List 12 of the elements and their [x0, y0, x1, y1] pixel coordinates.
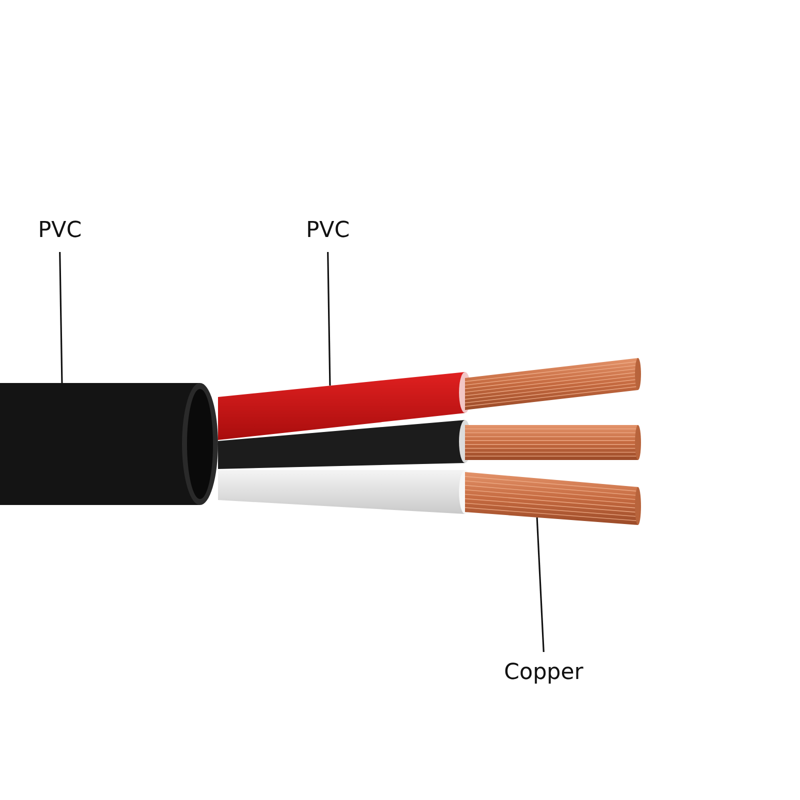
cable-jacket	[0, 383, 218, 505]
part-label: PVC	[306, 220, 350, 242]
wire-insulation	[218, 372, 471, 440]
part-label: Copper	[504, 662, 584, 684]
wire-insulation	[218, 420, 471, 469]
leader-line	[536, 517, 544, 652]
part-label: PVC	[38, 220, 82, 242]
leader-line	[59, 252, 63, 384]
leader-line	[327, 252, 331, 386]
copper-conductor	[464, 472, 641, 525]
copper-conductor	[464, 358, 641, 410]
copper-conductor	[464, 425, 641, 460]
